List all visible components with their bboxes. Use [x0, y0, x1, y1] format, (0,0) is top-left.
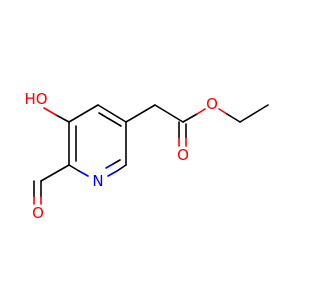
bond-c5-ch2: [125, 104, 156, 123]
bond-ch2-carbonyl: [154, 104, 184, 123]
ester-ether-oxygen-label: O: [206, 95, 218, 113]
bond-n-c2: [68, 164, 80, 172]
molecule-structure: HO O N O O: [24, 90, 269, 222]
bond-c4-c5-double: [98, 112, 122, 127]
bond-c6-n-double-n-part: [105, 163, 114, 169]
aldehyde-oxygen-label: O: [32, 204, 44, 222]
bond-carbonyl-ether-o: [182, 113, 198, 123]
pyridine-ring: [68, 104, 127, 177]
bond-ether-o-ch2-o-part: [218, 108, 228, 115]
bond-c3-o-o-part: [43, 107, 57, 116]
bond-n-c2-n-part: [78, 170, 89, 177]
bond-c2-cho: [40, 164, 70, 182]
bond-ether-o-ch2: [226, 113, 241, 123]
bond-c3-c4: [68, 104, 99, 123]
bond-carbonyl-ether-o-o-part: [196, 108, 206, 115]
bond-c6-n-n-part: [107, 170, 118, 177]
bond-c3-o: [55, 114, 70, 123]
bond-ethyl: [239, 104, 269, 123]
bond-c6-n-double: [112, 159, 121, 165]
hydroxyl-label: HO: [24, 90, 47, 108]
ring-nitrogen-label: N: [92, 172, 103, 190]
ester-carbonyl-oxygen-label: O: [177, 146, 189, 164]
structure-canvas: HO O N O O: [24, 90, 269, 222]
bond-c4-c5: [97, 104, 127, 123]
bond-c6-n: [116, 164, 127, 172]
